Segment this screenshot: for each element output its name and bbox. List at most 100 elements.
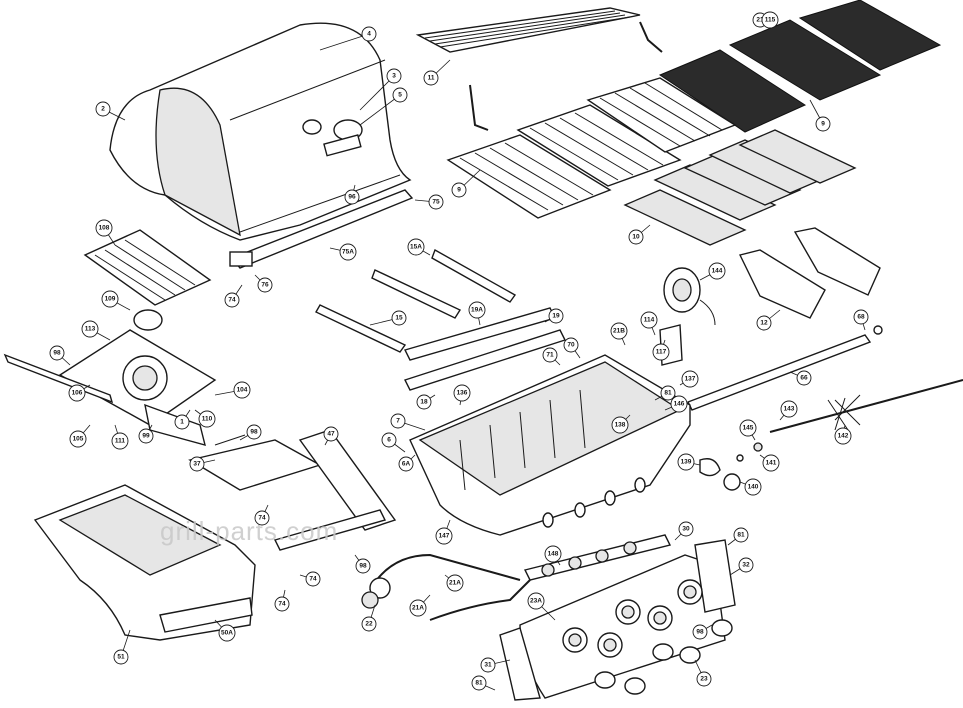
callout-label: 21A — [412, 605, 424, 612]
callout-21A: 21A — [409, 594, 431, 617]
callout-bubble — [446, 574, 464, 592]
callout-bubble — [471, 675, 487, 691]
callout-110: 110 — [194, 409, 216, 428]
callout-37: 37 — [189, 456, 216, 472]
callout-111: 111 — [111, 424, 129, 450]
callout-label: 98 — [250, 429, 258, 436]
callout-label: 117 — [656, 349, 667, 356]
callout-bubble — [796, 370, 812, 386]
rotisserie-motor — [663, 267, 716, 326]
callout-50A: 50A — [214, 619, 236, 642]
callout-bubble — [527, 592, 545, 610]
callout-label: 3 — [392, 73, 396, 80]
callout-114: 114 — [640, 311, 658, 336]
callout-105: 105 — [69, 424, 91, 448]
callout-113: 113 — [81, 320, 111, 341]
cart-frame — [188, 429, 397, 551]
callout-74: 74 — [224, 284, 243, 308]
callout-label: 2 — [101, 106, 105, 113]
callout-label: 99 — [142, 433, 150, 440]
callout-label: 76 — [261, 282, 269, 289]
callout-label: 113 — [85, 326, 96, 333]
callout-label: 15 — [395, 315, 403, 322]
callout-47: 47 — [323, 426, 339, 446]
callout-label: 81 — [475, 680, 483, 687]
part-callouts: 234566A7991011121515A181919A21A21A21B222… — [49, 11, 869, 691]
callout-21B: 21B — [610, 322, 628, 346]
callout-label: 144 — [712, 268, 723, 275]
callout-label: 22 — [365, 621, 373, 628]
callout-31: 31 — [480, 657, 511, 673]
callout-label: 19A — [471, 307, 483, 314]
callout-98: 98 — [692, 624, 713, 640]
callout-bubble — [69, 430, 87, 448]
callout-11: 11 — [423, 59, 451, 86]
callout-71: 71 — [542, 347, 561, 366]
callout-label: 50A — [221, 630, 233, 637]
callout-bubble — [416, 394, 432, 410]
callout-label: 109 — [105, 296, 116, 303]
burner-tubes — [315, 248, 517, 353]
callout-74: 74 — [254, 504, 270, 526]
callout-bubble — [138, 428, 154, 444]
warming-rack — [415, 7, 663, 131]
callout-bubble — [652, 343, 670, 361]
callout-label: 142 — [838, 433, 849, 440]
callout-bubble — [733, 527, 749, 543]
callout-bubble — [853, 309, 869, 325]
callout-label: 9 — [457, 187, 461, 194]
callout-12: 12 — [756, 309, 781, 331]
callout-label: 12 — [760, 320, 768, 327]
callout-label: 30 — [682, 526, 690, 533]
callout-label: 74 — [228, 297, 236, 304]
callout-143: 143 — [779, 400, 798, 421]
callout-115: 115 — [761, 11, 779, 29]
callout-5: 5 — [359, 87, 408, 126]
callout-bubble — [81, 320, 99, 338]
callout-74: 74 — [274, 589, 290, 612]
callout-label: 6 — [387, 437, 391, 444]
stainless-grates — [446, 77, 737, 219]
callout-bubble — [174, 414, 190, 430]
callout-19: 19 — [544, 308, 564, 324]
callout-bubble — [542, 347, 558, 363]
callout-bubble — [381, 432, 397, 448]
callout-140: 140 — [739, 478, 762, 496]
callout-32: 32 — [729, 557, 754, 576]
callout-bubble — [101, 290, 119, 308]
callout-23: 23 — [694, 659, 712, 687]
callout-label: 98 — [696, 629, 704, 636]
callout-7: 7 — [390, 413, 426, 431]
callout-bubble — [274, 596, 290, 612]
callout-bubble — [254, 510, 270, 526]
callout-bubble — [696, 671, 712, 687]
callout-label: 75A — [342, 249, 354, 256]
callout-label: 21A — [449, 580, 461, 587]
callout-bubble — [361, 26, 377, 42]
callout-bubble — [423, 70, 439, 86]
callout-3: 3 — [359, 68, 402, 111]
callout-15: 15 — [369, 310, 407, 326]
callout-22: 22 — [361, 604, 377, 632]
callout-label: 136 — [457, 390, 468, 397]
callout-leader-line — [359, 75, 395, 111]
heat-deflectors — [738, 227, 881, 319]
callout-1: 1 — [174, 409, 191, 430]
callout-bubble — [815, 116, 831, 132]
callout-label: 145 — [743, 425, 754, 432]
callout-label: 110 — [202, 416, 213, 423]
callout-bubble — [95, 219, 113, 237]
callout-117: 117 — [652, 339, 670, 361]
callout-label: 114 — [644, 317, 655, 324]
callout-label: 143 — [784, 406, 795, 413]
callout-136: 136 — [453, 384, 471, 406]
callout-label: 19 — [552, 313, 560, 320]
side-shelf — [33, 484, 256, 641]
callout-label: 104 — [237, 387, 248, 394]
callout-label: 81 — [664, 390, 672, 397]
callout-15A: 15A — [407, 238, 431, 256]
callout-bubble — [323, 426, 339, 442]
callout-bubble — [189, 456, 205, 472]
callout-label: 1 — [180, 419, 184, 426]
callout-19A: 19A — [468, 301, 486, 326]
